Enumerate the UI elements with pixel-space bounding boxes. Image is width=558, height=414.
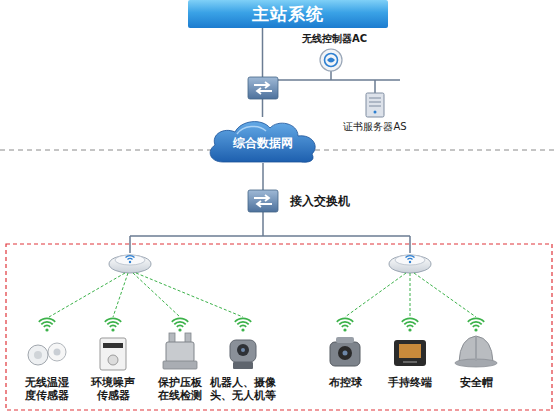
connector: [262, 163, 264, 190]
wireless-controller: 无线控制器AC: [320, 49, 342, 71]
field-area-frame: [6, 244, 552, 410]
wireless-link: [49, 273, 476, 317]
master-station-banner: 主站系统: [188, 0, 388, 28]
field-device: 手持终端: [393, 336, 427, 372]
access-point-icon: [109, 255, 151, 273]
handheld-terminal-icon: [394, 340, 426, 366]
node-label: 保护压板在线检测: [154, 376, 206, 402]
pressure-plate-icon: [163, 333, 197, 369]
access-switch-icon: [248, 190, 278, 212]
access-wiring: [130, 212, 410, 253]
temperature-sensor-icon: [28, 343, 66, 365]
field-device: 环境噪声传感器: [96, 336, 130, 372]
node-label: 综合数据网: [205, 123, 320, 163]
core-wiring: [278, 71, 400, 93]
dome-camera-icon: [330, 337, 360, 366]
node-label: 安全帽: [460, 376, 493, 389]
data-network-cloud: 综合数据网: [205, 117, 320, 163]
wifi-symbol: [39, 318, 484, 331]
node-label: 机器人、摄像头、无人机等: [206, 376, 280, 402]
helmet-icon: [455, 336, 497, 367]
field-device: 机器人、摄像头、无人机等: [226, 336, 260, 372]
node-label: 无线温湿度传感器: [21, 376, 73, 402]
core-switch-icon: [248, 77, 278, 99]
server-icon: [366, 93, 384, 117]
field-device: 布控球: [328, 336, 362, 372]
node-label: 布控球: [329, 376, 362, 389]
noise-sensor-icon: [100, 338, 126, 370]
certificate-server: 证书服务器AS: [366, 93, 384, 117]
controller-icon: [320, 49, 342, 71]
node-label: 无线控制器AC: [302, 32, 367, 46]
node-label: 主站系统: [188, 0, 388, 28]
node-label: 证书服务器AS: [343, 120, 406, 134]
connector: [262, 28, 264, 117]
field-device: 安全帽: [459, 336, 493, 372]
node-label: 接入交换机: [290, 193, 350, 210]
node-label: 手持终端: [388, 376, 432, 389]
field-device: 无线温湿度传感器: [30, 336, 64, 372]
access-point-icon: [389, 255, 431, 273]
robot-camera-icon: [230, 340, 256, 369]
node-label: 环境噪声传感器: [87, 376, 139, 402]
access-switch: 接入交换机: [248, 190, 278, 212]
field-device: 保护压板在线检测: [163, 336, 197, 372]
